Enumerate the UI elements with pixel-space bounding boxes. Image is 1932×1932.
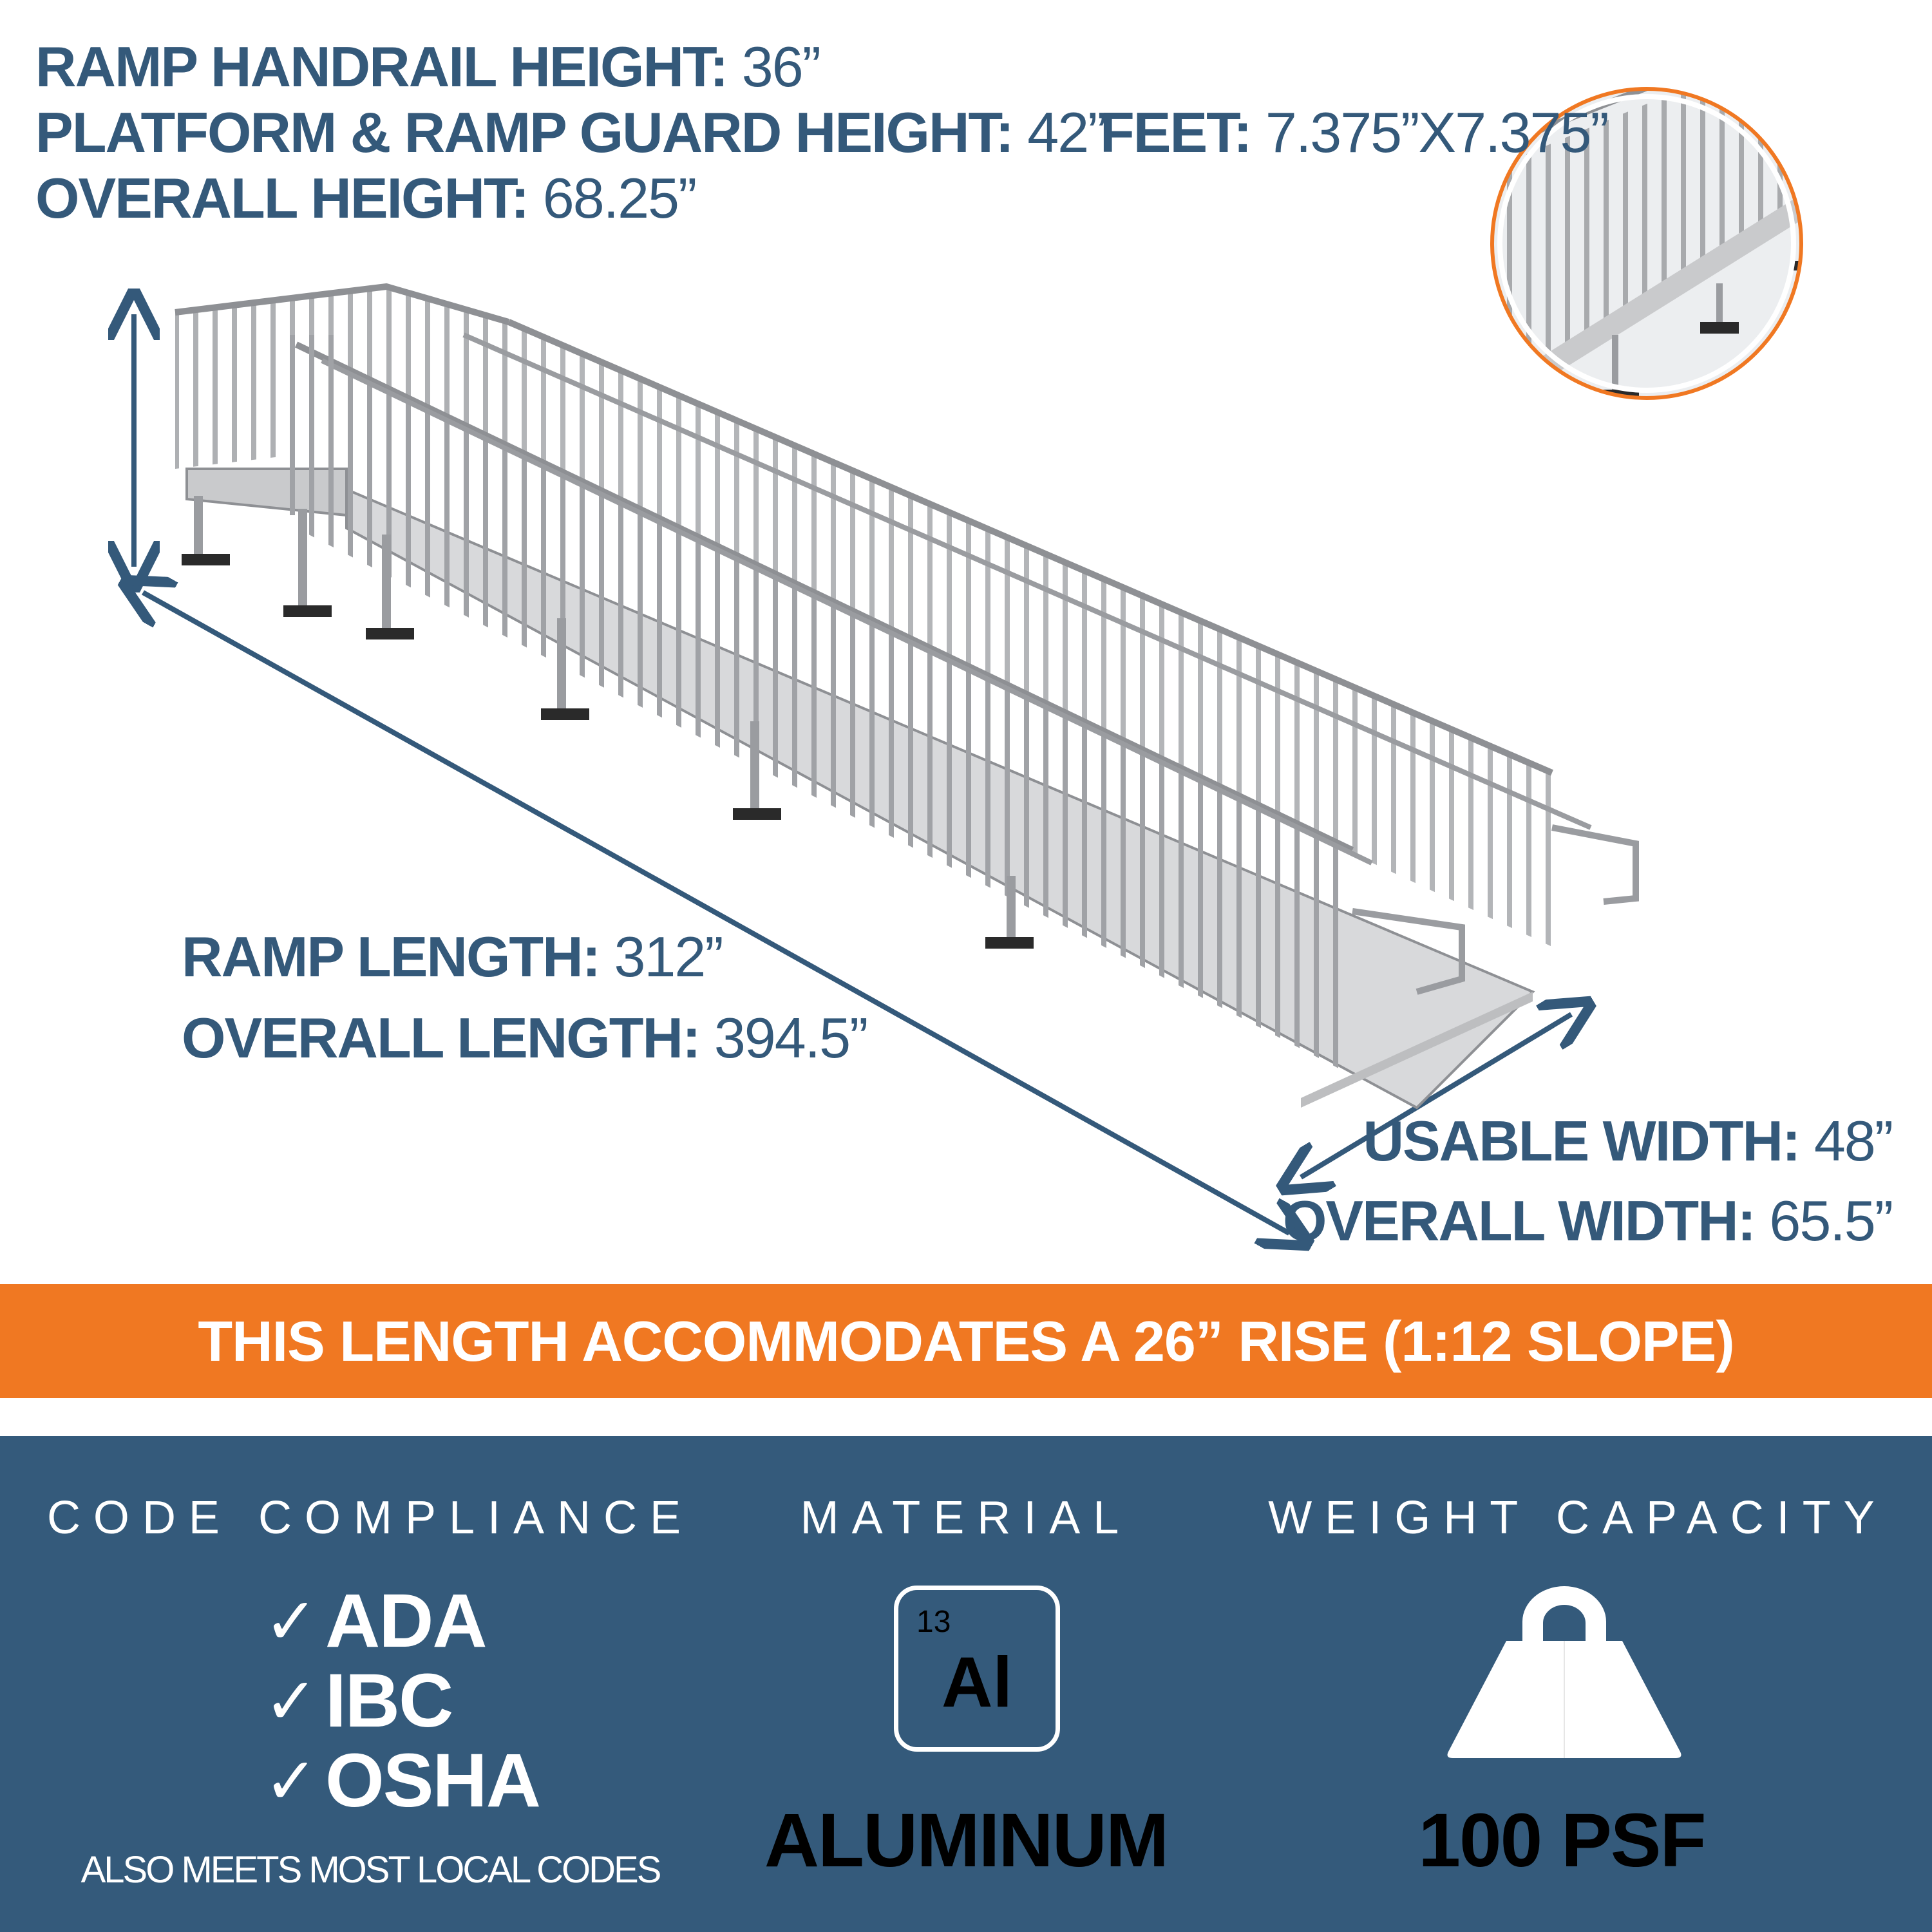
feet-value: 7.375”X7.375” xyxy=(1265,100,1609,164)
guard-height-spec: PLATFORM & RAMP GUARD HEIGHT: 42” xyxy=(35,104,1106,161)
aluminum-element-icon: 13 Al xyxy=(894,1586,1060,1752)
material-title: MATERIAL xyxy=(800,1492,1132,1544)
material-section: MATERIAL xyxy=(741,1436,1191,1932)
usable-width-value: 48” xyxy=(1814,1109,1893,1173)
feet-label: FEET: xyxy=(1100,100,1252,164)
compliance-list: ✓ ADA ✓ IBC ✓ OSHA xyxy=(264,1578,541,1823)
ramp-length-label: RAMP LENGTH: xyxy=(182,925,601,989)
weight-capacity-value: 100 PSF xyxy=(1418,1798,1706,1883)
length-dimension-arrow xyxy=(143,592,1289,1233)
checkmark-icon: ✓ xyxy=(264,1585,318,1658)
code-compliance-title: CODE COMPLIANCE xyxy=(46,1492,694,1544)
feet-spec: FEET: 7.375”X7.375” xyxy=(1100,104,1609,161)
compliance-item-label: OSHA xyxy=(325,1738,541,1823)
handrail-height-spec: RAMP HANDRAIL HEIGHT: 36” xyxy=(35,39,821,95)
width-dimension-arrow xyxy=(1301,1014,1571,1177)
ramp-length-spec: RAMP LENGTH: 312” xyxy=(182,929,724,985)
compliance-item: ✓ OSHA xyxy=(264,1738,541,1823)
atomic-number: 13 xyxy=(916,1605,951,1639)
usable-width-label: USABLE WIDTH: xyxy=(1363,1109,1801,1173)
local-codes-note: ALSO MEETS MOST LOCAL CODES xyxy=(80,1849,662,1891)
rise-banner: THIS LENGTH ACCOMMODATES A 26” RISE (1:1… xyxy=(0,1284,1932,1398)
compliance-item: ✓ IBC xyxy=(264,1658,540,1743)
guard-height-label: PLATFORM & RAMP GUARD HEIGHT: xyxy=(35,100,1014,164)
handrail-height-label: RAMP HANDRAIL HEIGHT: xyxy=(35,35,728,99)
guard-height-value: 42” xyxy=(1027,100,1106,164)
weight-capacity-section: WEIGHT CAPACITY xyxy=(1256,1436,1900,1932)
overall-height-spec: OVERALL HEIGHT: 68.25” xyxy=(35,170,697,227)
weight-icon xyxy=(1447,1586,1681,1758)
overall-height-label: OVERALL HEIGHT: xyxy=(35,166,529,230)
features-panel: CODE COMPLIANCE ✓ ADA ✓ IBC ✓ OSHA ALSO … xyxy=(0,1436,1932,1932)
handrail-height-value: 36” xyxy=(741,35,821,99)
usable-width-spec: USABLE WIDTH: 48” xyxy=(1363,1113,1893,1170)
compliance-item-label: IBC xyxy=(325,1658,453,1743)
ramp-illustration xyxy=(0,87,1803,1288)
overall-width-label: OVERALL WIDTH: xyxy=(1282,1189,1756,1253)
overall-length-spec: OVERALL LENGTH: 394.5” xyxy=(182,1010,868,1066)
checkmark-icon: ✓ xyxy=(264,1665,318,1738)
compliance-item-label: ADA xyxy=(325,1578,488,1663)
material-name: ALUMINUM xyxy=(764,1798,1169,1883)
overall-width-spec: OVERALL WIDTH: 65.5” xyxy=(1283,1193,1893,1249)
compliance-item: ✓ ADA xyxy=(264,1578,540,1663)
feet-detail-inset xyxy=(1490,87,1803,400)
overall-length-value: 394.5” xyxy=(714,1006,869,1070)
ramp-drawing xyxy=(175,283,1639,1110)
rise-banner-text: THIS LENGTH ACCOMMODATES A 26” RISE (1:1… xyxy=(198,1309,1734,1373)
element-symbol: Al xyxy=(942,1643,1012,1722)
overall-length-label: OVERALL LENGTH: xyxy=(182,1006,701,1070)
ramp-length-value: 312” xyxy=(614,925,723,989)
code-compliance-section: CODE COMPLIANCE ✓ ADA ✓ IBC ✓ OSHA ALSO … xyxy=(0,1436,741,1932)
overall-height-value: 68.25” xyxy=(542,166,697,230)
weight-capacity-title: WEIGHT CAPACITY xyxy=(1268,1492,1888,1544)
checkmark-icon: ✓ xyxy=(264,1745,318,1817)
overall-width-value: 65.5” xyxy=(1769,1189,1893,1253)
